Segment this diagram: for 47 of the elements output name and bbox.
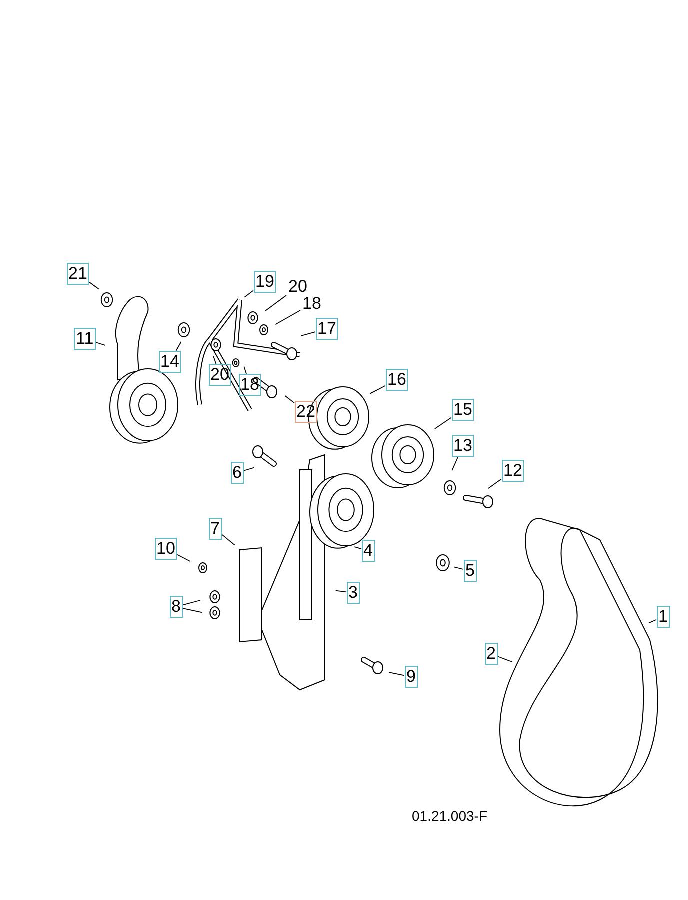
leader-line bbox=[488, 478, 502, 490]
callout-number: 6 bbox=[230, 462, 244, 484]
callout-number: 4 bbox=[362, 540, 375, 562]
leader-line bbox=[497, 656, 513, 662]
leader-line bbox=[182, 608, 203, 614]
callout-number: 8 bbox=[170, 596, 183, 618]
callout-number: 11 bbox=[74, 328, 96, 350]
leader-line bbox=[388, 672, 405, 676]
leader-line bbox=[221, 534, 236, 546]
leader-line bbox=[182, 600, 201, 606]
callout-number: 17 bbox=[316, 318, 338, 340]
callout-number: 10 bbox=[154, 538, 178, 560]
leader-line bbox=[244, 366, 247, 374]
callout-number: 5 bbox=[464, 560, 477, 582]
callout-number: 3 bbox=[346, 582, 360, 604]
callout-number: 2 bbox=[484, 643, 498, 665]
leader-line bbox=[301, 332, 316, 336]
callout-number: 1 bbox=[656, 606, 670, 628]
callout-number: 20 bbox=[208, 364, 232, 386]
leader-line bbox=[96, 342, 106, 346]
leader-line bbox=[264, 295, 287, 312]
callout-number: 7 bbox=[208, 518, 222, 540]
leader-line bbox=[89, 282, 100, 290]
leader-line bbox=[354, 546, 362, 550]
callout-number: 16 bbox=[386, 369, 408, 391]
leader-line bbox=[648, 619, 657, 624]
callout-number: 15 bbox=[452, 399, 474, 421]
callout-number: 9 bbox=[404, 666, 418, 688]
leader-line bbox=[177, 554, 191, 562]
leader-line bbox=[284, 395, 295, 404]
leader-line bbox=[243, 467, 255, 472]
callout-number: 13 bbox=[452, 435, 474, 457]
leader-line bbox=[213, 356, 217, 364]
leader-line bbox=[452, 456, 459, 472]
callout-number: 18 bbox=[238, 374, 262, 396]
callout-number: 19 bbox=[254, 271, 276, 293]
callout-number: 21 bbox=[66, 263, 90, 285]
leader-line bbox=[275, 310, 301, 326]
leader-line bbox=[370, 385, 386, 394]
callout-number: 14 bbox=[158, 351, 182, 373]
leader-line bbox=[176, 341, 182, 352]
leader-line bbox=[335, 590, 347, 593]
leader-line bbox=[454, 566, 464, 570]
leader-line bbox=[434, 417, 452, 430]
drawing-number: 01.21.003-F bbox=[412, 808, 488, 824]
leader-line bbox=[244, 290, 254, 298]
callout-number: 12 bbox=[502, 460, 524, 482]
